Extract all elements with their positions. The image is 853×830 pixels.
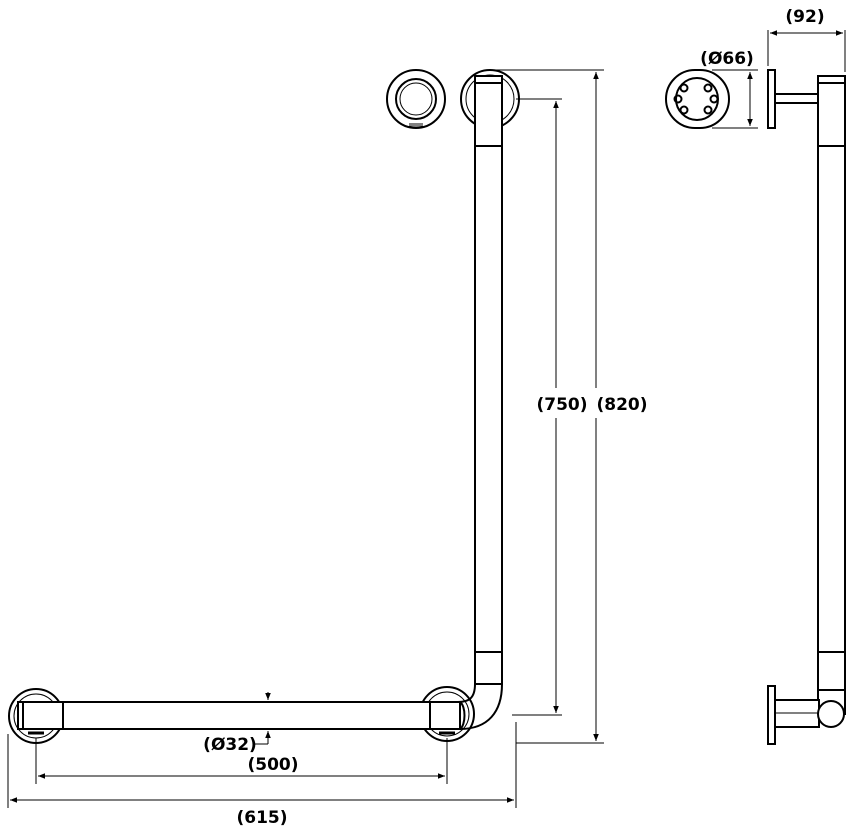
screw-hole-icon (679, 83, 689, 93)
dimension-projection: (92) (767, 7, 846, 72)
flange-detail-front (386, 69, 446, 129)
dim-projection-label: (92) (785, 7, 824, 27)
screw-hole-icon (679, 105, 689, 115)
dim-tube-diameter-label: (Ø32) (203, 735, 257, 755)
screw-hole-icon (703, 105, 713, 115)
bottom-wall-plate (767, 685, 776, 745)
dimension-flange-diameter: (Ø66) (700, 49, 758, 129)
dim-overall-height-label: (820) (596, 395, 647, 415)
dimension-tube-diameter: (Ø32) (203, 692, 271, 755)
tube-section (817, 700, 845, 728)
dimension-centre-height: (750) (512, 98, 588, 716)
flange-back-view (665, 69, 730, 129)
dim-flange-diameter-label: (Ø66) (700, 49, 754, 69)
dimension-overall-height: (820) (490, 69, 648, 744)
screw-hole-icon (673, 94, 683, 104)
dim-overall-width-label: (615) (236, 808, 287, 828)
screw-hole-icon (709, 94, 719, 104)
top-wall-plate (767, 69, 776, 129)
side-view (767, 69, 846, 745)
vertical-tube (474, 75, 503, 685)
front-view (8, 69, 520, 744)
dimension-overall-width: (615) (7, 722, 517, 828)
dim-centre-width-label: (500) (247, 755, 298, 775)
screw-hole-icon (703, 83, 713, 93)
dimension-centre-width: (500) (35, 738, 448, 784)
side-vertical-tube (817, 75, 846, 715)
dim-centre-height-label: (750) (536, 395, 587, 415)
horizontal-tube (17, 701, 461, 730)
